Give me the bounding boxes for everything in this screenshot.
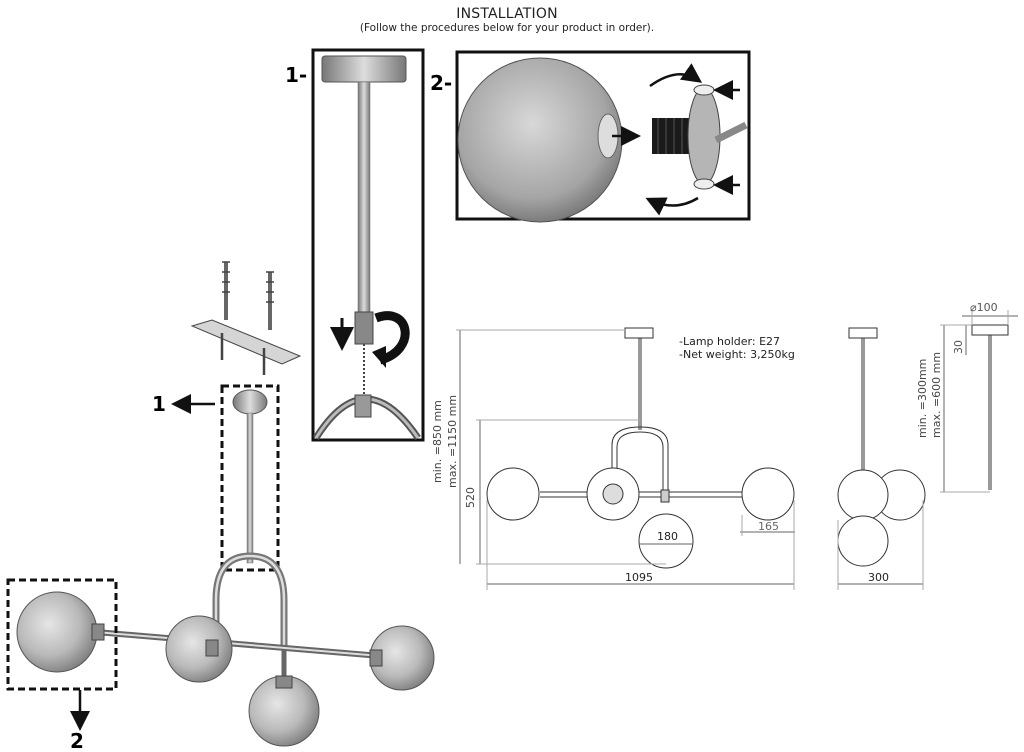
canopy-icon [232, 389, 268, 415]
arm-icon [714, 121, 748, 144]
coupling-icon [354, 311, 374, 345]
callout2-label: 2 [70, 729, 84, 752]
height-min-label: min. =850 mm [431, 400, 444, 483]
front-dimension-drawing [456, 327, 795, 590]
page-title: INSTALLATION [456, 6, 558, 22]
rod-min-label: min. =300mm [916, 359, 929, 438]
arm-offset-label: 165 [758, 520, 779, 533]
step2-label: 2- [430, 71, 452, 95]
step1-label: 1- [285, 63, 307, 87]
canopy-diameter-label: ⌀100 [970, 301, 998, 314]
globe-icon [165, 615, 233, 683]
globe-outline [741, 467, 795, 521]
mounting-bracket [190, 261, 302, 375]
callout1-box [220, 384, 280, 572]
canopy-icon [321, 55, 407, 83]
globe-outline [638, 513, 694, 569]
globe-diameter-label: 180 [657, 530, 678, 543]
globe-icon [16, 591, 98, 673]
lamp-holder-text: -Lamp holder: E27 [679, 335, 780, 348]
step1-panel: 1- [285, 48, 425, 442]
callout2-box [6, 578, 118, 691]
rod-icon [246, 412, 254, 564]
callout1-label: 1 [152, 392, 166, 416]
rotate-arrow-icon [374, 311, 410, 365]
side-dimension-drawing [837, 327, 926, 590]
rod-icon [357, 81, 371, 323]
step2-panel: 2- [430, 50, 751, 223]
rotate-top-icon [649, 63, 703, 88]
rotate-bottom-icon [645, 196, 699, 216]
side-depth-label: 300 [868, 571, 889, 584]
globe-outline [837, 469, 889, 521]
page-subtitle: (Follow the procedures below for your pr… [359, 22, 655, 34]
rod-dimension-drawing [940, 310, 1018, 493]
rod-max-label: max. =600 mm [930, 352, 943, 438]
globe-icon [457, 57, 623, 223]
total-width-label: 1095 [625, 571, 653, 584]
holder-ring-icon [687, 87, 721, 185]
globe-outline [486, 467, 540, 521]
height-max-label: max. =1150 mm [446, 395, 459, 488]
canopy-outline [624, 327, 654, 339]
main-fixture: 1 2 [6, 384, 435, 752]
net-weight-text: -Net weight: 3,250kg [679, 348, 795, 361]
body-height-label: 520 [464, 487, 477, 508]
globe-outline [837, 515, 889, 567]
bracket-plate-icon [190, 319, 302, 365]
canopy-height-label: 30 [952, 340, 965, 354]
